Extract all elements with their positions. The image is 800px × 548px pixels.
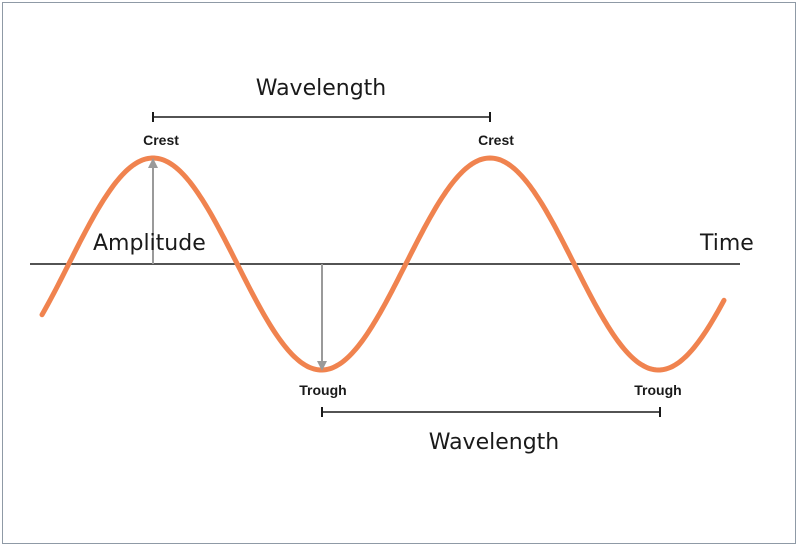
amplitude-label: Amplitude xyxy=(93,231,206,256)
trough-label-right: Trough xyxy=(634,382,681,398)
crest-label-left: Crest xyxy=(143,132,179,148)
wavelength-label-top: Wavelength xyxy=(256,76,387,101)
time-label: Time xyxy=(699,231,754,256)
wavelength-label-bottom: Wavelength xyxy=(429,430,560,455)
wavelength-bracket-bottom xyxy=(321,407,661,417)
trough-label-left: Trough xyxy=(299,382,346,398)
wavelength-bracket-top xyxy=(152,112,491,122)
crest-label-right: Crest xyxy=(478,132,514,148)
